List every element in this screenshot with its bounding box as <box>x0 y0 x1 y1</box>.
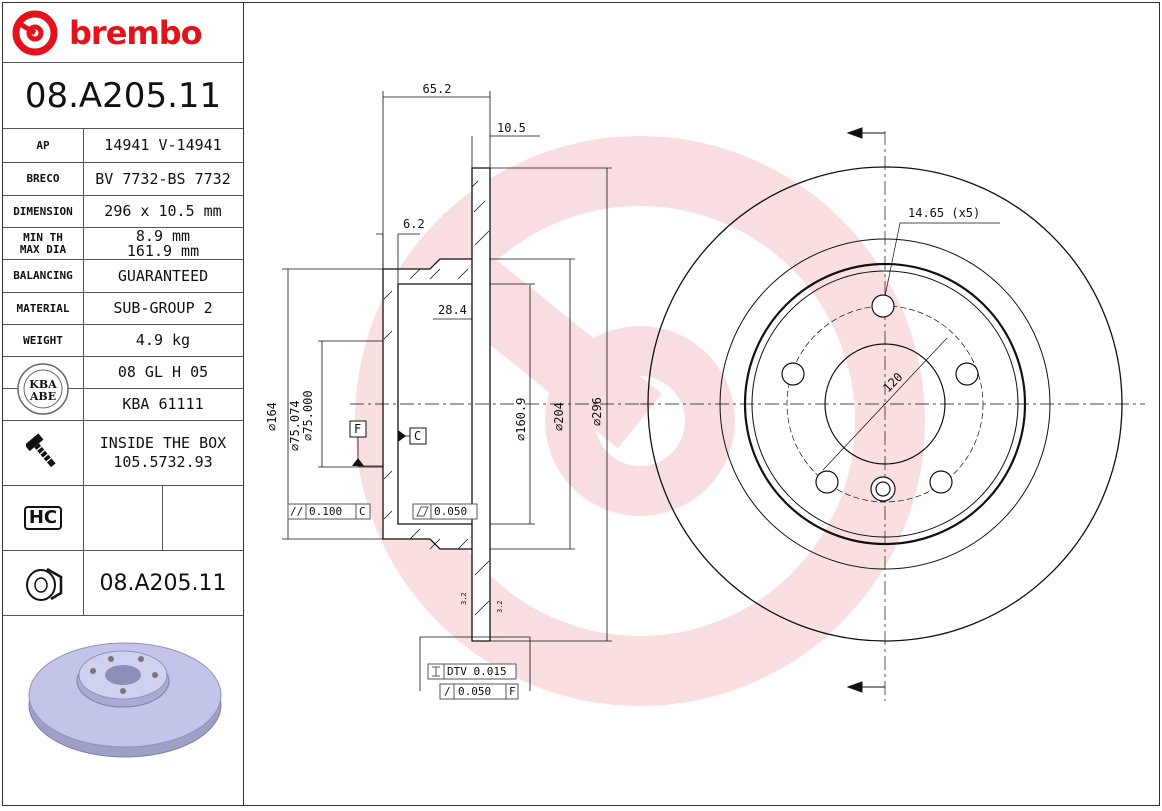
spec-value: GUARANTEED <box>117 266 209 285</box>
part-number-row: 08.A205.11 <box>3 63 243 129</box>
svg-text://: // <box>290 505 303 518</box>
inside-box-label: INSIDE THE BOX <box>99 434 227 452</box>
dim-d75-max: ⌀75.074 <box>288 400 302 451</box>
dim-d204: ⌀204 <box>552 402 566 431</box>
dim-d75-min: ⌀75.000 <box>301 390 315 441</box>
dim-d1609: ⌀160.9 <box>514 398 528 441</box>
brand-header: brembo <box>3 3 243 63</box>
spec-value: 296 x 10.5 mm <box>104 202 222 220</box>
svg-text:ABE: ABE <box>29 390 56 403</box>
spec-label: WEIGHT <box>3 325 84 356</box>
svg-text:KBA: KBA <box>29 378 57 391</box>
bolt-holes <box>781 294 979 502</box>
spec-label: MATERIAL <box>3 293 84 324</box>
kba-code-2: KBA 61111 <box>122 395 204 413</box>
disc-render-image <box>28 642 222 758</box>
kba-row-1: KBA ABE 08 GL H 05 <box>3 357 243 415</box>
brembo-logo-icon <box>12 10 58 55</box>
section-dimensions: 65.2 10.5 6.2 28.4 ⌀164 ⌀75.074 ⌀75.000 … <box>265 82 604 700</box>
spec-value: 4.9 kg <box>135 331 191 349</box>
svg-text:0.100: 0.100 <box>309 505 342 518</box>
spec-label: AP <box>3 129 84 162</box>
svg-text:F: F <box>509 685 516 698</box>
spec-row-min-th: MIN TH MAX DIA 8.9 mm 161.9 mm <box>3 228 243 260</box>
datum-f: F <box>354 422 361 436</box>
spec-label: MIN TH MAX DIA <box>3 228 84 259</box>
spec-label: BALANCING <box>3 260 84 292</box>
kba-badge: KBA ABE <box>3 357 84 415</box>
drawing-canvas: 65.2 10.5 6.2 28.4 ⌀164 ⌀75.074 ⌀75.000 … <box>265 82 1145 706</box>
kba-seal-icon: KBA ABE <box>17 363 69 415</box>
roughness-1: 3.2 <box>460 592 468 605</box>
section-view <box>282 91 650 691</box>
screw-icon <box>3 421 84 485</box>
spec-value: SUB-GROUP 2 <box>113 299 213 317</box>
tolerance-dtv: DTV 0.015 <box>427 663 517 680</box>
spec-row-dimension: DIMENSION 296 x 10.5 mm <box>3 196 243 228</box>
svg-text:0.050: 0.050 <box>458 685 491 698</box>
dim-thickness: 10.5 <box>497 121 526 135</box>
inside-box-code: 105.5732.93 <box>113 453 213 471</box>
dim-d296: ⌀296 <box>590 397 604 426</box>
dim-bolt-holes: 14.65 (x5) <box>908 206 980 220</box>
tolerance-parallel: // 0.100 C <box>287 503 371 520</box>
spec-label: DIMENSION <box>3 196 84 227</box>
disc-caliper-icon <box>3 551 84 615</box>
dim-hat-depth: 65.2 <box>423 82 452 96</box>
roughness-2: 3.2 <box>496 600 504 613</box>
inside-box-row: INSIDE THE BOX 105.5732.93 <box>3 421 243 486</box>
tolerance-flatness: 0.050 <box>412 503 478 520</box>
dim-hat-wall: 6.2 <box>403 217 425 231</box>
part-number: 08.A205.11 <box>24 75 222 116</box>
tolerance-runout: / 0.050 F <box>439 683 519 700</box>
spec-row-breco: BRECO BV 7732-BS 7732 <box>3 163 243 196</box>
footer-part-number: 08.A205.11 <box>99 570 227 596</box>
kba-row-2: KBA 61111 <box>3 389 243 421</box>
spec-row-weight: WEIGHT 4.9 kg <box>3 325 243 357</box>
svg-text:/: / <box>444 685 451 698</box>
datum-c: C <box>414 429 421 443</box>
hc-row: HC <box>3 486 243 551</box>
dim-inner-depth: 28.4 <box>438 303 467 317</box>
spec-label: BRECO <box>3 163 84 195</box>
spec-row-balancing: BALANCING GUARANTEED <box>3 260 243 293</box>
hc-icon: HC <box>23 506 63 530</box>
spec-row-material: MATERIAL SUB-GROUP 2 <box>3 293 243 325</box>
technical-drawing: 65.2 10.5 6.2 28.4 ⌀164 ⌀75.074 ⌀75.000 … <box>244 2 1160 806</box>
svg-text:DTV 0.015: DTV 0.015 <box>447 665 507 678</box>
brand-name: brembo <box>69 13 203 52</box>
footer-part-row: 08.A205.11 <box>3 551 243 616</box>
svg-text:C: C <box>359 505 366 518</box>
svg-text:0.050: 0.050 <box>434 505 467 518</box>
spec-value: BV 7732-BS 7732 <box>95 169 231 188</box>
spec-value: 14941 V-14941 <box>104 136 222 154</box>
kba-code-1: 08 GL H 05 <box>117 363 209 381</box>
dim-d164: ⌀164 <box>265 402 279 431</box>
spec-value: 8.9 mm 161.9 mm <box>126 226 200 260</box>
spec-row-ap: AP 14941 V-14941 <box>3 129 243 163</box>
